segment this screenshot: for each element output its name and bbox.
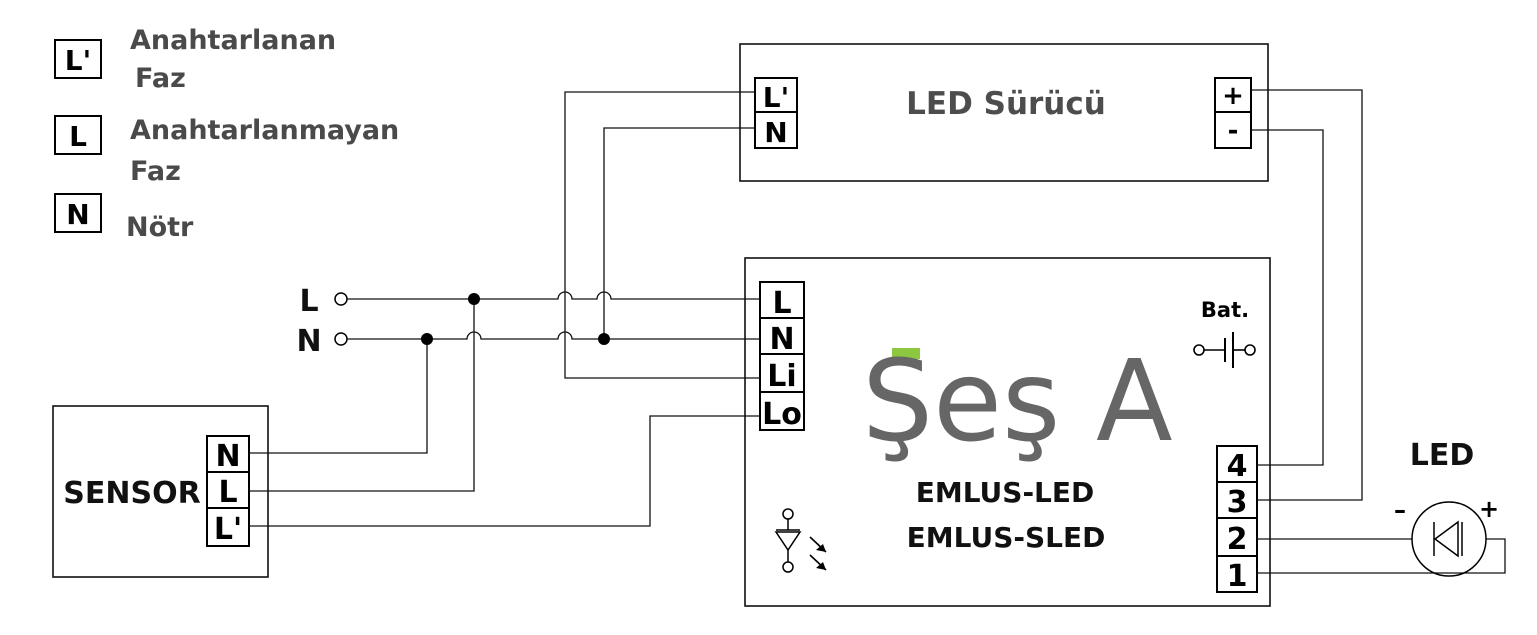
wire-n-bus	[347, 331, 760, 340]
controller-terminal-l	[759, 281, 805, 319]
driver-terminal-neutral-label: N	[764, 116, 787, 149]
driver-terminal-switched-phase-label: L'	[763, 81, 789, 114]
controller-terminal-n-label: N	[769, 322, 794, 357]
controller-terminal-1	[1216, 555, 1258, 593]
wire-driver-neutral	[603, 127, 755, 339]
led-driver-box	[739, 43, 1269, 182]
controller-box	[744, 257, 1271, 607]
supply-n-connector	[334, 332, 348, 346]
wire-sensor-phase	[249, 299, 475, 492]
controller-terminal-4-label: 4	[1227, 449, 1248, 484]
sensor-terminal-switched-label: L'	[214, 512, 242, 547]
controller-terminal-lo	[759, 391, 805, 431]
sensor-terminal-n	[206, 435, 250, 473]
controller-terminal-2-label: 2	[1227, 522, 1248, 557]
driver-terminal-plus-label: +	[1222, 81, 1244, 111]
legend-unswitched-phase-line1: Anahtarlanmayan	[130, 115, 399, 146]
battery-label: Bat.	[1201, 298, 1249, 322]
legend-neutral-symbol-box	[54, 193, 102, 233]
controller-terminal-1-label: 1	[1227, 559, 1248, 594]
led-minus-label: –	[1394, 496, 1406, 524]
wire-led-plus	[1257, 538, 1506, 574]
model-name-1: EMLUS-LED	[916, 476, 1095, 509]
led-plus-label: +	[1479, 495, 1499, 523]
sensor: SENSOR N L L'	[52, 405, 269, 578]
legend: L' Anahtarlanan Faz L Anahtarlanmayan Fa…	[54, 25, 399, 243]
junction-n-sensor	[421, 333, 433, 345]
legend-neutral-symbol: N	[66, 198, 89, 231]
controller-terminal-li-label: Li	[767, 359, 796, 394]
controller-terminal-3	[1216, 481, 1258, 519]
wire-switched-to-driver	[564, 91, 760, 379]
legend-unswitched-phase-symbol: L	[69, 120, 87, 153]
legend-switched-phase-line1: Anahtarlanan	[130, 25, 336, 56]
legend-unswitched-phase-line2: Faz	[130, 156, 181, 187]
wire-sensor-switched	[249, 415, 760, 527]
junction-n-driver	[598, 333, 610, 345]
wire-l-bus	[347, 291, 760, 300]
model-name-2: EMLUS-SLED	[907, 521, 1106, 554]
led-indicator-icon	[774, 508, 827, 573]
wire-driver-plus	[1251, 89, 1363, 501]
led-lamp-icon	[1411, 501, 1487, 577]
sensor-terminal-l	[206, 471, 250, 509]
logo-text: Şeş A	[862, 337, 1173, 467]
wire-sensor-neutral	[249, 339, 428, 454]
controller-terminal-l-label: L	[772, 286, 791, 321]
supply-n-label: N	[296, 324, 321, 359]
legend-switched-phase-line2: Faz	[135, 63, 186, 94]
controller-terminal-3-label: 3	[1227, 485, 1248, 520]
battery-symbol: Bat.	[1193, 298, 1256, 368]
sensor-title: SENSOR	[63, 476, 200, 511]
driver-terminal-minus	[1214, 111, 1252, 149]
legend-neutral-line1: Nötr	[126, 212, 194, 243]
supply-l-connector	[334, 292, 348, 306]
diode-symbol-icon	[1433, 520, 1463, 558]
logo-accent-bar	[892, 348, 920, 359]
controller: L N Li Lo Şeş A EMLUS-LED EMLUS-SLED Bat…	[744, 257, 1271, 607]
sensor-terminal-switched	[206, 507, 250, 547]
junction-l	[468, 293, 480, 305]
wiring	[249, 89, 1506, 574]
sensor-terminal-n-label: N	[215, 439, 240, 474]
controller-terminal-lo-label: Lo	[762, 397, 802, 432]
legend-switched-phase-symbol: L'	[65, 44, 91, 77]
led-title: LED	[1410, 438, 1475, 473]
driver-terminal-neutral	[754, 111, 798, 149]
led-driver-title: LED Sürücü	[906, 86, 1106, 122]
supply: L N	[296, 284, 348, 359]
legend-unswitched-phase-symbol-box	[54, 115, 102, 155]
wire-driver-minus	[1251, 129, 1324, 466]
led-load: LED – +	[1394, 438, 1499, 577]
driver-terminal-minus-label: -	[1228, 116, 1239, 146]
led-driver: LED Sürücü L' N + -	[739, 43, 1269, 182]
brand-logo: Şeş A	[862, 337, 1173, 467]
legend-switched-phase-symbol-box	[54, 39, 102, 79]
supply-l-label: L	[299, 284, 318, 319]
sensor-terminal-l-label: L	[218, 475, 237, 510]
